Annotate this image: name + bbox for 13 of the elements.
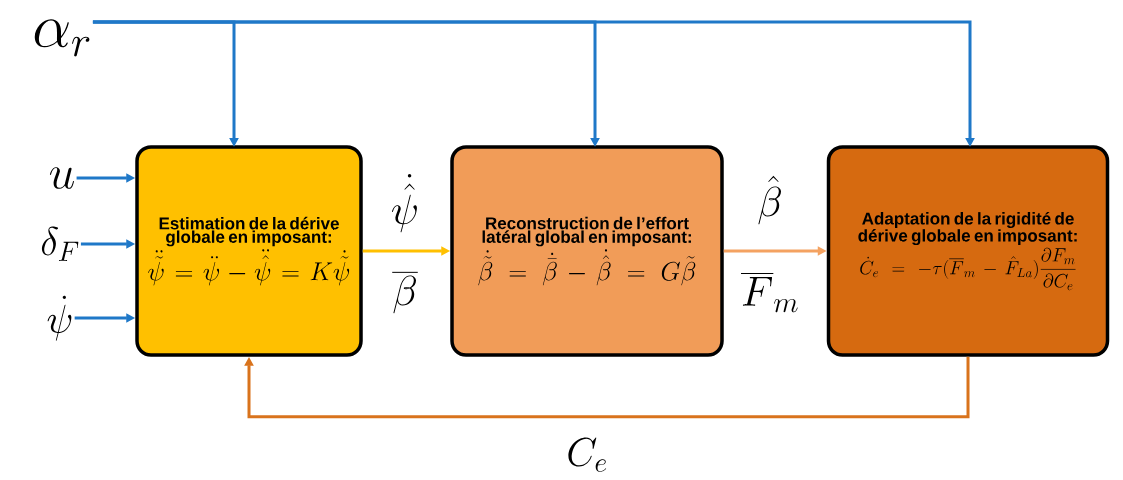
process-box: Estimation de la dérive globale en imposant: $\ddot{\tilde{\psi}}=\ddot{\psi}-\ddot{\hat{\psi}}=K\dot{\tilde{\psi}}$	[135, 145, 363, 357]
signal-label: $\dot{\hat{\psi}}$	[392, 174, 417, 233]
process-box: Reconstruction de l’effort latéral global en imposant: $\dot{\tilde{\beta}}=\dot{\bar{\beta}}-\dot{\hat{\beta}}=G\tilde{\beta}$	[450, 145, 724, 357]
signal-symbol: $\dot{\psi}$	[47, 295, 72, 341]
signal-label: $\overline{F}_m$	[741, 273, 798, 313]
arrow	[244, 356, 970, 419]
signal-symbol: $\delta_F$	[41, 226, 79, 261]
signal-label: $\overline{\beta}$	[392, 272, 418, 314]
edge-label: $C_e$	[568, 437, 607, 472]
signal-symbol: $\alpha_r$	[34, 19, 90, 57]
signal-label: $\hat{\beta}$	[758, 175, 781, 225]
signal-symbol: $u$	[49, 167, 74, 189]
process-box: Adaptation de la rigidité de dérive globale en imposant: $\dot{C}_e=-\tau(\overline{F}_m-\hat{F}_{La})\frac{\partial F_m}{\partial C_e}$	[826, 145, 1110, 357]
